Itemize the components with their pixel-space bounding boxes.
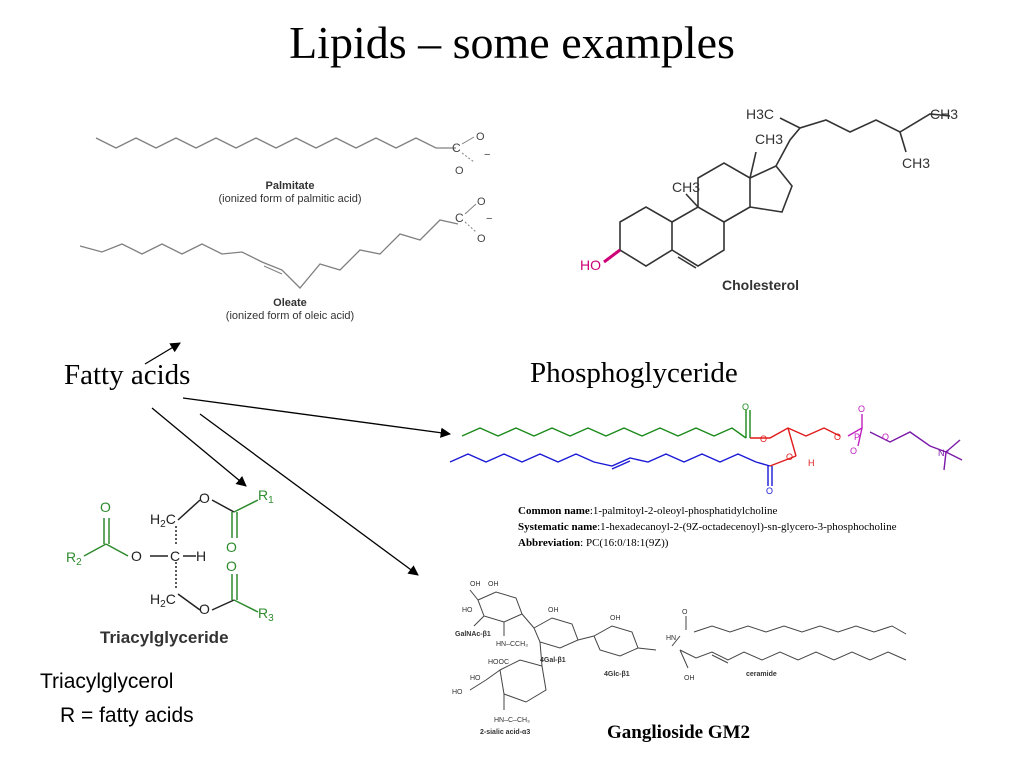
svg-text:O: O xyxy=(477,196,486,208)
oleate-description: (ionized form of oleic acid) xyxy=(226,310,354,322)
svg-text:HN–C–CH₃: HN–C–CH₃ xyxy=(494,717,530,724)
arrow-to-phosphoglyceride xyxy=(182,397,452,438)
svg-text:O: O xyxy=(786,452,793,462)
pc-systematic-name: Systematic name:1-hexadecanoyl-2-(9Z-oct… xyxy=(518,521,897,533)
svg-text:O: O xyxy=(226,539,237,555)
svg-text:O: O xyxy=(226,558,237,574)
svg-text:P: P xyxy=(854,432,860,442)
svg-text:−: − xyxy=(486,213,492,225)
svg-text:O: O xyxy=(199,490,210,506)
svg-text:O: O xyxy=(455,165,464,177)
svg-text:OH: OH xyxy=(470,581,481,588)
svg-text:O: O xyxy=(476,131,485,143)
svg-text:C: C xyxy=(170,548,180,564)
cholesterol-ch3-mid: CH3 xyxy=(902,155,930,171)
pc-abbreviation: Abbreviation: PC(16:0/18:1(9Z)) xyxy=(518,537,669,549)
phosphoglyceride-label: Phosphoglyceride xyxy=(530,357,738,389)
svg-text:HN–CCH₃: HN–CCH₃ xyxy=(496,641,528,648)
svg-text:HO: HO xyxy=(470,675,481,682)
ganglioside-name: Ganglioside GM2 xyxy=(607,722,750,743)
svg-text:OH: OH xyxy=(488,581,499,588)
svg-text:N⁺: N⁺ xyxy=(938,448,949,458)
svg-text:O: O xyxy=(131,548,142,564)
ceramide-label: ceramide xyxy=(746,671,777,678)
r-fatty-acids-note: R = fatty acids xyxy=(60,704,194,727)
svg-text:H2C: H2C xyxy=(150,591,176,610)
svg-text:O: O xyxy=(834,432,841,442)
triacylglyceride-structure xyxy=(83,499,259,613)
slide-title: Lipids – some examples xyxy=(289,17,735,68)
svg-text:R3: R3 xyxy=(258,605,274,624)
svg-text:OH: OH xyxy=(684,675,695,682)
glc-label: 4Glc-β1 xyxy=(604,671,630,678)
svg-text:OH: OH xyxy=(548,607,559,614)
svg-text:R2: R2 xyxy=(66,549,82,568)
ganglioside-structure xyxy=(469,589,907,710)
svg-text:C: C xyxy=(455,211,464,225)
svg-text:HOOC: HOOC xyxy=(488,659,509,666)
cholesterol-h3c: H3C xyxy=(746,106,774,122)
svg-text:O: O xyxy=(742,402,749,412)
fatty-acids-label: Fatty acids xyxy=(64,359,190,391)
svg-text:H2C: H2C xyxy=(150,511,176,530)
triacylglycerol-label: Triacylglycerol xyxy=(40,670,173,693)
arrow-to-triacylglyceride xyxy=(151,407,247,487)
svg-text:O: O xyxy=(682,609,688,616)
svg-text:H: H xyxy=(196,548,206,564)
oleate-structure: C O O − xyxy=(79,196,492,289)
svg-text:HN: HN xyxy=(666,635,676,642)
svg-text:HO: HO xyxy=(462,607,473,614)
svg-text:O: O xyxy=(766,486,773,496)
svg-text:O: O xyxy=(850,446,857,456)
cholesterol-ch3-ring: CH3 xyxy=(672,179,700,195)
palmitate-description: (ionized form of palmitic acid) xyxy=(218,193,361,205)
cholesterol-ch3-top: CH3 xyxy=(755,131,783,147)
svg-text:C: C xyxy=(452,141,461,155)
cholesterol-ch3-end: CH3 xyxy=(930,106,958,122)
cholesterol-structure xyxy=(603,113,951,269)
relation-arrows xyxy=(144,342,452,576)
svg-text:−: − xyxy=(484,149,490,161)
svg-text:HO: HO xyxy=(452,689,463,696)
svg-text:R1: R1 xyxy=(258,487,274,506)
pc-common-name: Common name:1-palmitoyl-2-oleoyl-phospha… xyxy=(518,505,778,517)
phosphatidylcholine-structure xyxy=(449,410,963,486)
svg-text:O: O xyxy=(100,499,111,515)
oleate-name: Oleate xyxy=(273,297,307,309)
gal-label: 4Gal-β1 xyxy=(540,657,566,664)
galnac-label: GalNAc-β1 xyxy=(455,631,491,638)
svg-text:O: O xyxy=(858,404,865,414)
sialic-label: 2-sialic acid-α3 xyxy=(480,729,530,736)
arrow-to-ganglioside xyxy=(199,413,419,576)
svg-text:O: O xyxy=(760,434,767,444)
palmitate-structure: C O O − xyxy=(95,131,490,177)
svg-text:O: O xyxy=(477,233,486,245)
triacylglyceride-name: Triacylglyceride xyxy=(100,628,229,647)
cholesterol-ho: HO xyxy=(580,257,601,273)
cholesterol-name: Cholesterol xyxy=(722,277,799,293)
svg-text:O: O xyxy=(199,601,210,617)
svg-text:H: H xyxy=(808,458,815,468)
arrow-to-fatty-acids xyxy=(144,342,181,365)
svg-text:OH: OH xyxy=(610,615,621,622)
palmitate-name: Palmitate xyxy=(266,180,315,192)
svg-text:O: O xyxy=(882,432,889,442)
